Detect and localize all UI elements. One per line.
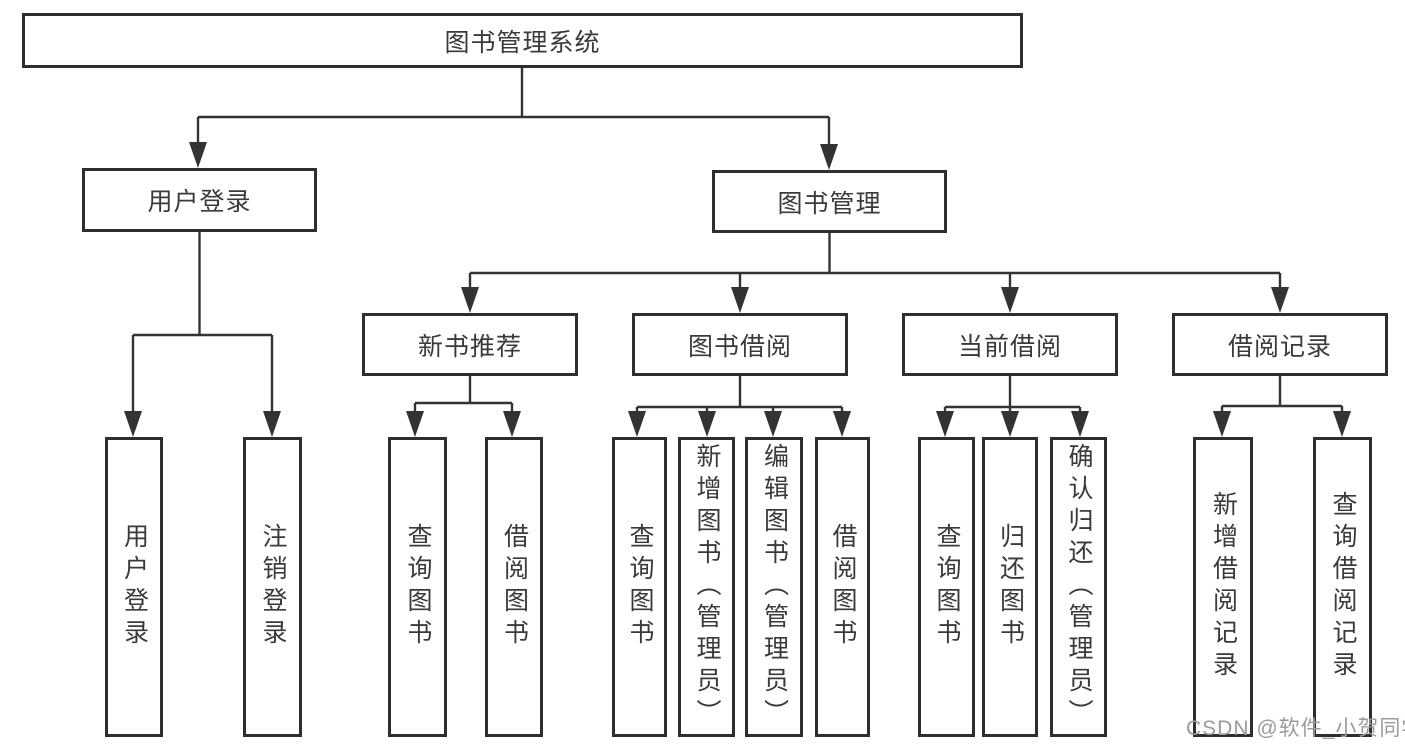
node-new-book-recommendation-label: 新书推荐 bbox=[417, 332, 522, 361]
node-leaf-user-login-label: 用户登录 bbox=[120, 523, 149, 651]
node-current-borrow: 当前借阅 bbox=[902, 313, 1118, 376]
node-leaf-query-books-3-label: 查询图书 bbox=[933, 523, 961, 651]
node-leaf-query-borrow-record-label: 查询借阅记录 bbox=[1329, 491, 1357, 683]
node-borrow-records: 借阅记录 bbox=[1172, 313, 1388, 376]
node-leaf-add-borrow-record-label: 新增借阅记录 bbox=[1209, 491, 1238, 683]
node-leaf-return-books-label: 归还图书 bbox=[996, 523, 1025, 651]
node-leaf-borrow-books-1-label: 借阅图书 bbox=[500, 523, 529, 651]
node-leaf-logout: 注销登录 bbox=[243, 437, 302, 737]
node-leaf-borrow-books-2-label: 借阅图书 bbox=[829, 523, 857, 651]
node-leaf-user-login: 用户登录 bbox=[105, 437, 163, 737]
node-leaf-logout-label: 注销登录 bbox=[259, 523, 287, 651]
node-root-label: 图书管理系统 bbox=[444, 28, 601, 57]
node-leaf-add-borrow-record: 新增借阅记录 bbox=[1193, 437, 1253, 737]
node-leaf-return-books: 归还图书 bbox=[982, 437, 1038, 737]
node-leaf-query-books-2-label: 查询图书 bbox=[626, 523, 654, 651]
node-new-book-recommendation: 新书推荐 bbox=[362, 313, 578, 376]
node-leaf-query-borrow-record: 查询借阅记录 bbox=[1313, 437, 1372, 737]
node-leaf-query-books-1-label: 查询图书 bbox=[404, 523, 432, 651]
node-leaf-borrow-books-2: 借阅图书 bbox=[815, 437, 870, 737]
node-leaf-borrow-books-1: 借阅图书 bbox=[485, 437, 543, 737]
node-user-login: 用户登录 bbox=[82, 168, 317, 232]
watermark-text: CSDN @软件_小贺同学 bbox=[1186, 717, 1405, 740]
node-book-borrow: 图书借阅 bbox=[632, 313, 848, 376]
node-borrow-records-label: 借阅记录 bbox=[1227, 332, 1332, 361]
node-leaf-edit-books-admin: 编辑图书（管理员） bbox=[745, 437, 803, 737]
node-leaf-add-books-admin: 新增图书（管理员） bbox=[678, 437, 735, 737]
node-book-management: 图书管理 bbox=[712, 170, 947, 233]
node-leaf-confirm-return-admin-label: 确认归还（管理员） bbox=[1065, 443, 1093, 731]
node-user-login-label: 用户登录 bbox=[147, 188, 252, 216]
node-current-borrow-label: 当前借阅 bbox=[957, 332, 1062, 361]
node-leaf-confirm-return-admin: 确认归还（管理员） bbox=[1050, 437, 1107, 737]
node-book-borrow-label: 图书借阅 bbox=[687, 332, 792, 361]
node-leaf-query-books-1: 查询图书 bbox=[388, 437, 447, 737]
node-leaf-query-books-2: 查询图书 bbox=[612, 437, 667, 737]
node-book-management-label: 图书管理 bbox=[777, 189, 882, 218]
node-leaf-edit-books-admin-label: 编辑图书（管理员） bbox=[760, 443, 789, 731]
node-leaf-add-books-admin-label: 新增图书（管理员） bbox=[693, 443, 721, 731]
node-root: 图书管理系统 bbox=[22, 13, 1023, 68]
node-leaf-query-books-3: 查询图书 bbox=[918, 437, 975, 737]
